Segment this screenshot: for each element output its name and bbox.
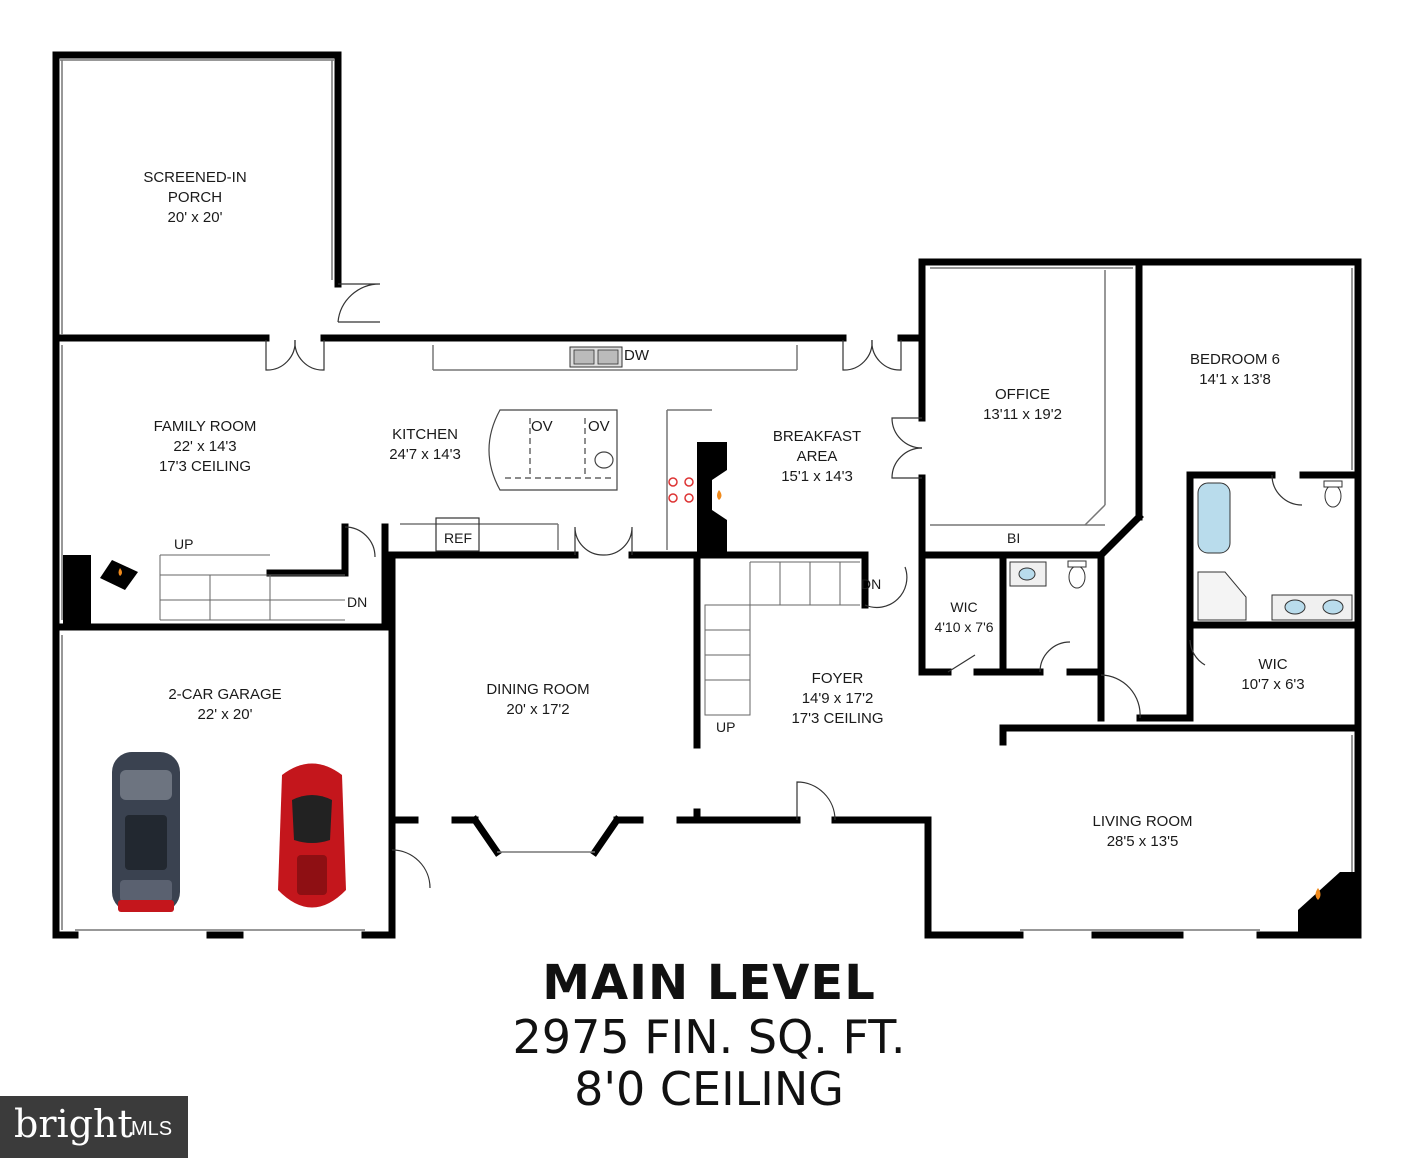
bedroom-6-label: BEDROOM 6 14'1 x 13'8 <box>1189 351 1280 388</box>
bright-mls-logo: bright MLS <box>0 1096 188 1158</box>
shower-icon <box>1197 571 1247 621</box>
refrigerator <box>435 517 480 552</box>
kitchen-label: KITCHEN 24'7 x 14'3 <box>389 426 461 463</box>
stairs-family <box>159 554 345 621</box>
ceiling-height: 8'0 CEILING <box>574 1062 844 1116</box>
flame-icon <box>1315 888 1321 900</box>
flame-icon <box>118 568 122 576</box>
kitchen-sink-icon <box>569 346 623 368</box>
flame-icon <box>717 490 722 500</box>
doors <box>265 283 1303 889</box>
stairs-down-label-1: DN <box>347 594 368 610</box>
dining-room-label: DINING ROOM 20' x 17'2 <box>486 681 590 718</box>
dishwasher-label: DW <box>624 347 649 364</box>
family-room-label: FAMILY ROOM 22' x 14'3 17'3 CEILING <box>153 418 257 475</box>
garage-label: 2-CAR GARAGE 22' x 20' <box>168 686 282 723</box>
living-room-label: LIVING ROOM 28'5 x 13'5 <box>1092 813 1193 850</box>
toilet-icon <box>1323 480 1343 508</box>
breakfast-area-label: BREAKFAST AREA 15'1 x 14'3 <box>772 428 862 485</box>
kitchen-island <box>488 409 618 491</box>
stairs-up-label-2: UP <box>716 719 736 735</box>
family-hearth-icon <box>100 560 138 590</box>
finished-area: 2975 FIN. SQ. FT. <box>512 1010 906 1064</box>
walls <box>52 51 1362 939</box>
windows <box>60 59 1353 931</box>
oven-label-1: OV <box>531 418 553 435</box>
family-fireplace-icon <box>63 555 91 627</box>
logo-suffix: MLS <box>131 1118 173 1140</box>
cooktop-icon <box>668 477 694 503</box>
stairs-foyer <box>704 561 860 716</box>
porch-label: SCREENED-IN PORCH 20' x 20' <box>143 169 247 226</box>
level-title: MAIN LEVEL <box>542 955 876 1011</box>
refrigerator-label: REF <box>444 530 472 546</box>
oven-label-2: OV <box>588 418 610 435</box>
office-label: OFFICE 13'11 x 19'2 <box>983 386 1062 423</box>
powder-sink-icon <box>1009 561 1047 587</box>
stairs-down-label-2: DN <box>861 576 882 592</box>
fireplace-icon <box>697 442 727 555</box>
logo-brand: bright <box>14 1102 133 1146</box>
dark-car-icon <box>112 752 180 912</box>
double-vanity-icon <box>1271 594 1353 621</box>
powder-toilet-icon <box>1067 560 1087 589</box>
wic-1-label: WIC 4'10 x 7'6 <box>934 599 994 635</box>
living-fireplace-icon <box>1298 872 1358 935</box>
bathtub-icon <box>1197 482 1231 554</box>
foyer-label: FOYER 14'9 x 17'2 17'3 CEILING <box>791 670 884 727</box>
wic-2-label: WIC 10'7 x 6'3 <box>1241 656 1305 693</box>
red-car-icon <box>278 763 346 908</box>
built-in-label: BI <box>1007 530 1021 546</box>
stairs-up-label-1: UP <box>174 536 194 552</box>
